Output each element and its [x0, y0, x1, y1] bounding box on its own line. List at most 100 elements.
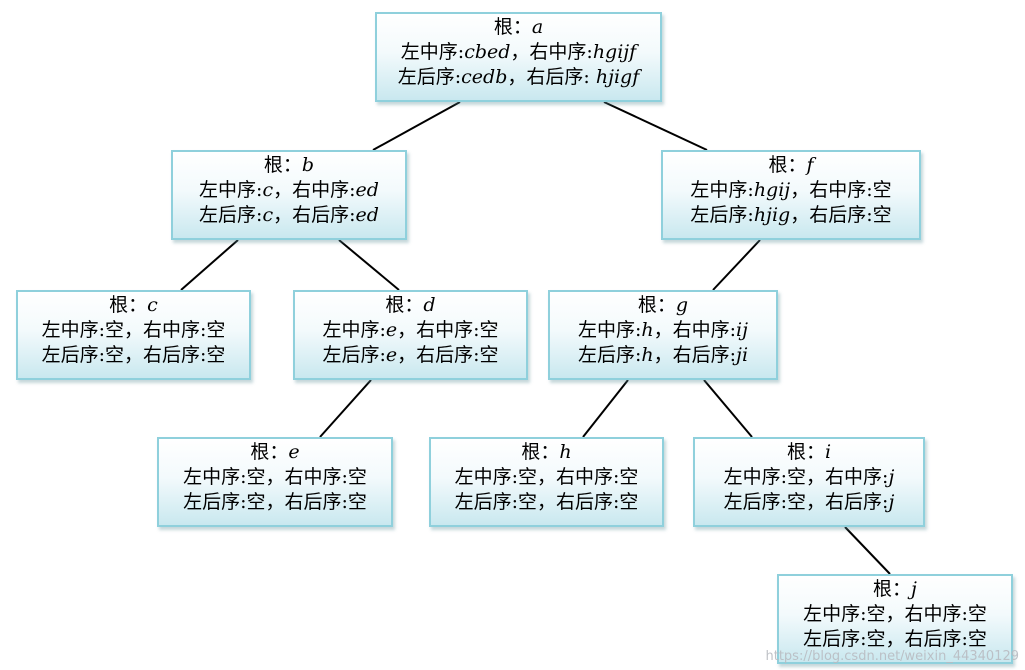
root-value: b	[301, 154, 315, 176]
node-root-line: 根：j	[779, 577, 1011, 602]
left-inorder-value: c	[262, 179, 274, 201]
right-postorder-label: ，右后序:	[806, 491, 889, 513]
left-postorder-value: hjig	[753, 204, 791, 226]
root-value: d	[423, 294, 436, 316]
node-inorder-line: 左中序:空，右中序:空	[159, 465, 391, 490]
node-inorder-line: 左中序:空，右中序:空	[18, 318, 249, 343]
left-postorder-label: 左后序:	[397, 66, 462, 88]
left-inorder-label: 左中序:	[577, 319, 642, 341]
root-value: f	[806, 154, 814, 176]
node-root-line: 根：a	[377, 15, 660, 40]
node-inorder-line: 左中序:空，右中序:空	[779, 602, 1011, 627]
edge-b-c	[180, 239, 239, 291]
root-value: h	[559, 441, 572, 463]
root-value: e	[288, 441, 300, 463]
right-inorder-label: ，右中序:	[806, 466, 889, 488]
node-postorder-line: 左后序:h，右后序:ji	[550, 343, 776, 368]
root-value: a	[531, 16, 544, 38]
edge-f-g	[712, 239, 761, 291]
node-inorder-line: 左中序:e，右中序:空	[295, 318, 526, 343]
right-inorder-label: ，右中序:空	[790, 179, 892, 201]
left-postorder-label: 左后序:	[690, 204, 754, 226]
node-inorder-line: 左中序:空，右中序:j	[695, 465, 923, 490]
left-inorder-label: 左中序:空	[454, 466, 537, 488]
right-inorder-label: ，右中序:	[653, 319, 737, 341]
node-postorder-line: 左后序:空，右后序:空	[159, 490, 391, 515]
node-root-line: 根：d	[295, 293, 526, 318]
left-inorder-value: e	[385, 319, 398, 341]
right-inorder-value: j	[888, 466, 895, 488]
root-label: 根：	[109, 294, 148, 316]
left-postorder-value: c	[262, 204, 274, 226]
root-value: c	[147, 294, 158, 316]
right-postorder-value: ed	[355, 204, 379, 226]
root-label: 根：	[768, 154, 807, 176]
left-postorder-label: 左后序:空	[454, 491, 537, 513]
left-postorder-label: 左后序:	[322, 344, 386, 366]
node-postorder-line: 左后序:空，右后序:空	[431, 490, 662, 515]
root-value: i	[824, 441, 832, 463]
right-postorder-value: ji	[736, 344, 749, 366]
node-postorder-line: 左后序:空，右后序:空	[18, 343, 249, 368]
left-postorder-label: 左后序:空	[723, 491, 807, 513]
left-inorder-label: 左中序:	[690, 179, 754, 201]
right-postorder-label: ，右后序:空	[885, 628, 987, 650]
node-postorder-line: 左后序:空，右后序:j	[695, 490, 923, 515]
left-postorder-label: 左后序:	[199, 204, 263, 226]
right-inorder-value: ed	[355, 179, 379, 201]
node-root-line: 根：h	[431, 440, 662, 465]
right-postorder-value: j	[888, 491, 895, 513]
node-postorder-line: 左后序:空，右后序:空	[779, 627, 1011, 652]
right-postorder-label: ，右后序:	[507, 66, 596, 88]
left-postorder-value: cedb	[461, 66, 508, 88]
left-inorder-label: 左中序:空	[803, 603, 886, 625]
node-root-line: 根：e	[159, 440, 391, 465]
node-inorder-line: 左中序:hgij，右中序:空	[663, 178, 919, 203]
left-inorder-label: 左中序:	[322, 319, 386, 341]
left-inorder-value: h	[641, 319, 654, 341]
root-label: 根：	[873, 578, 912, 600]
node-postorder-line: 左后序:cedb，右后序: hjigf	[377, 65, 660, 90]
left-postorder-label: 左后序:空	[803, 628, 886, 650]
left-inorder-label: 左中序:	[199, 179, 263, 201]
left-postorder-label: 左后序:空	[183, 491, 266, 513]
left-inorder-label: 左中序:空	[723, 466, 807, 488]
left-postorder-label: 左后序:	[577, 344, 642, 366]
root-label: 根：	[250, 441, 289, 463]
edge-a-b	[372, 101, 461, 151]
edge-d-e	[319, 379, 372, 438]
root-label: 根：	[263, 154, 302, 176]
node-root-line: 根：b	[173, 153, 405, 178]
root-label: 根：	[385, 294, 424, 316]
left-postorder-value: h	[641, 344, 654, 366]
node-postorder-line: 左后序:e，右后序:空	[295, 343, 526, 368]
right-postorder-value: hjigf	[595, 66, 640, 88]
right-postorder-label: ，右后序:空	[397, 344, 499, 366]
left-postorder-value: e	[385, 344, 398, 366]
edge-i-j	[844, 526, 891, 575]
node-inorder-line: 左中序:h，右中序:ij	[550, 318, 776, 343]
root-label: 根：	[786, 441, 825, 463]
edge-g-i	[703, 379, 753, 438]
node-root-line: 根：f	[663, 153, 919, 178]
right-postorder-label: ，右后序:空	[124, 344, 226, 366]
right-inorder-label: ，右中序:空	[885, 603, 987, 625]
edge-g-h	[582, 379, 629, 438]
node-postorder-line: 左后序:c，右后序:ed	[173, 203, 405, 228]
right-postorder-label: ，右后序:	[653, 344, 737, 366]
left-inorder-label: 左中序:	[400, 41, 465, 63]
root-value: g	[675, 294, 689, 316]
right-inorder-value: hgijf	[592, 41, 637, 63]
right-inorder-value: ij	[736, 319, 749, 341]
